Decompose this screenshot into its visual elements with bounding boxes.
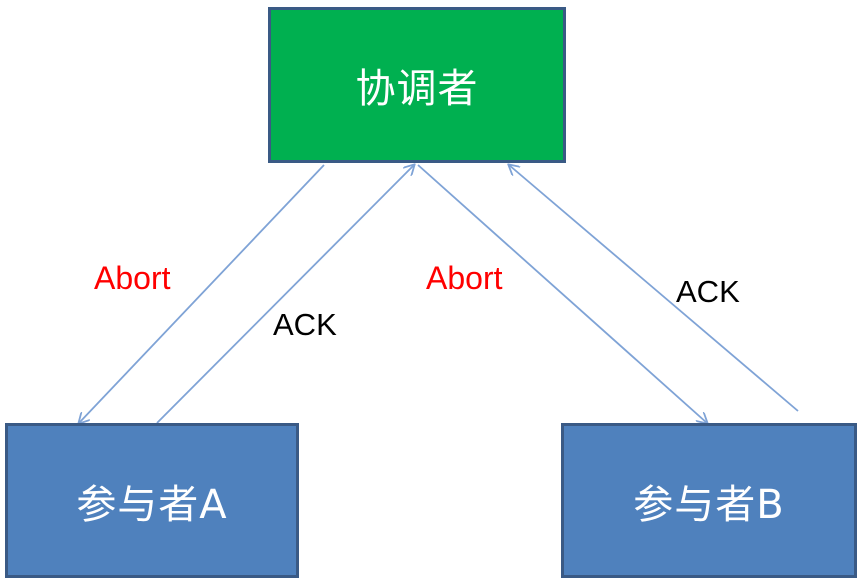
ack-arrow-from-b <box>509 165 799 412</box>
coordinator-label: 协调者 <box>355 66 479 112</box>
ack-label-a: ACK <box>273 307 337 342</box>
ack-label-b: ACK <box>676 274 740 309</box>
abort-label-b: Abort <box>426 260 503 296</box>
participant-b-label: 参与者B <box>633 481 785 528</box>
participant-b-node: 参与者B <box>561 423 857 578</box>
coordinator-node: 协调者 <box>268 7 566 163</box>
abort-arrow-to-a <box>79 164 325 423</box>
abort-arrow-to-b <box>417 164 707 423</box>
participant-a-node: 参与者A <box>5 423 299 578</box>
participant-a-label: 参与者A <box>76 481 228 528</box>
abort-label-a: Abort <box>94 260 171 296</box>
ack-arrow-from-a <box>156 165 414 424</box>
